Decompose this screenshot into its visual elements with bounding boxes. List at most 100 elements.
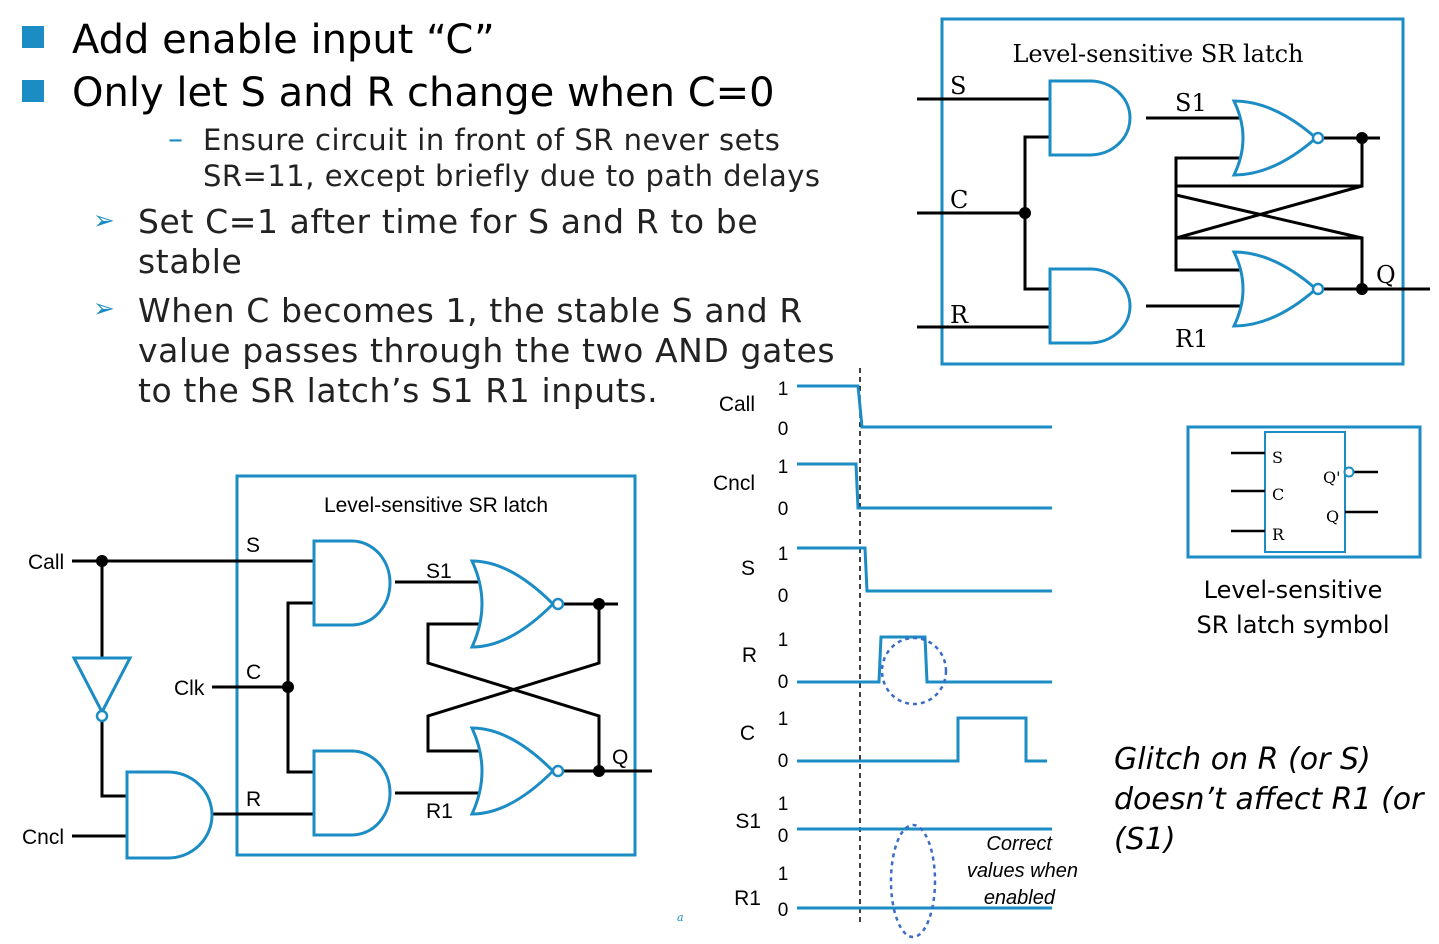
dash-marker: – <box>168 122 183 157</box>
footer-mark: a <box>677 911 684 924</box>
symbol-caption-line-2: SR latch symbol <box>1196 611 1390 639</box>
input-label-cncl: Cncl <box>22 826 64 849</box>
symbol-caption: Level-sensitive SR latch symbol <box>1190 573 1396 643</box>
timing-s1-low: 0 <box>778 826 789 847</box>
timing-s-high: 1 <box>778 544 789 565</box>
timing-call-high: 1 <box>778 379 789 400</box>
latch-top-title: Level-sensitive SR latch <box>1012 40 1303 68</box>
bullet-square-2 <box>22 80 44 102</box>
junction-qbar <box>593 598 605 610</box>
glitch-highlight-circle <box>880 636 948 706</box>
arrow-marker-1: ➢ <box>93 206 115 236</box>
junction-clk <box>282 681 294 693</box>
latch-bottom-nor-gate-1 <box>469 559 556 649</box>
waveform-c <box>797 716 1047 763</box>
latch-symbol: S C R Q' Q <box>1186 425 1422 559</box>
timing-cncl-high: 1 <box>778 457 789 478</box>
latch-bottom-label-r1: R1 <box>426 800 453 823</box>
latch-top-label-c: C <box>950 186 968 214</box>
junction-call <box>96 555 108 567</box>
glitch-explanation: Glitch on R (or S) doesn’t affect R1 (or… <box>1114 740 1423 860</box>
latch-top-label-q: Q <box>1376 261 1396 289</box>
symbol-outer-border <box>1186 425 1422 559</box>
timing-signal-s: S <box>741 557 755 580</box>
correct-values-highlight-ellipse <box>889 823 937 939</box>
glitch-line-1: Glitch on R (or S) <box>1114 742 1371 777</box>
latch-bottom-title: Level-sensitive SR latch <box>324 494 548 517</box>
waveform-call <box>797 384 1052 429</box>
symbol-pin-s: S <box>1272 448 1283 467</box>
latch-top-label-s1: S1 <box>1175 89 1207 117</box>
timing-s1-high: 1 <box>778 794 789 815</box>
latch-top-nor-gate-1 <box>1232 99 1318 177</box>
timing-signal-r: R <box>742 644 757 667</box>
latch-top-inv-bubble-2 <box>1311 282 1325 296</box>
timing-c-high: 1 <box>778 709 789 730</box>
bullet-square-1 <box>22 26 44 48</box>
symbol-pin-q: Q <box>1326 507 1339 526</box>
timing-r-high: 1 <box>778 630 789 651</box>
timing-call-low: 0 <box>778 419 789 440</box>
waveform-s <box>797 546 1052 593</box>
timing-r1-high: 1 <box>778 864 789 885</box>
latch-bottom-label-q: Q <box>612 746 628 769</box>
timing-s-low: 0 <box>778 586 789 607</box>
sub-dash-line-1: Ensure circuit in front of SR never sets <box>203 123 781 157</box>
timing-r1-low: 0 <box>778 900 789 921</box>
glitch-line-2: doesn’t affect R1 (or <box>1114 782 1424 817</box>
timing-diagram: Call Cncl S R C S1 R1 1 0 1 0 1 0 1 0 1 … <box>713 368 1078 939</box>
latch-top-border <box>940 17 1405 366</box>
timing-signal-r1: R1 <box>734 887 761 910</box>
latch-top-label-r1: R1 <box>1175 325 1208 353</box>
latch-bottom-label-c: C <box>246 661 261 684</box>
timing-signal-s1: S1 <box>735 810 761 833</box>
latch-top-and-gate-r <box>1048 267 1132 345</box>
sub-arrow-1-line-1: Set C=1 after time for S and R to be <box>138 202 759 241</box>
sub-arrow-1-line-2: stable <box>138 242 243 281</box>
timing-signal-cncl: Cncl <box>713 472 755 495</box>
glitch-line-3: (S1) <box>1114 822 1176 857</box>
cncl-and-gate <box>125 770 214 860</box>
timing-signal-call: Call <box>719 393 755 416</box>
input-label-clk: Clk <box>174 677 205 700</box>
latch-top: Level-sensitive SR latch S C R <box>917 17 1430 366</box>
symbol-pin-c: C <box>1272 485 1284 504</box>
latch-bottom-border <box>235 474 637 857</box>
symbol-pin-qbar: Q' <box>1323 468 1341 487</box>
inverter-bubble <box>95 709 109 723</box>
latch-top-junction-c <box>1019 207 1031 219</box>
timing-c-low: 0 <box>778 751 789 772</box>
latch-bottom-label-s: S <box>246 534 260 557</box>
timing-note-line-1: Correct <box>986 833 1053 855</box>
latch-bottom-wires <box>72 559 652 838</box>
latch-top-wires <box>917 97 1430 329</box>
sub-arrow-2-line-2: value passes through the two AND gates <box>138 331 836 370</box>
symbol-qbar-bubble <box>1343 466 1355 478</box>
latch-bottom-label-r: R <box>246 788 261 811</box>
sub-arrow-2-line-1: When C becomes 1, the stable S and R <box>138 291 803 330</box>
latch-bottom-inv-bubble-1 <box>551 597 565 611</box>
latch-top-label-r: R <box>950 301 969 329</box>
latch-top-and-gate-s <box>1048 79 1132 157</box>
bullet-only-let: Only let S and R change when C=0 <box>72 70 775 116</box>
latch-top-junction-q <box>1356 283 1368 295</box>
sub-arrow-2-line-3: to the SR latch’s S1 R1 inputs. <box>138 371 659 410</box>
symbol-body <box>1264 431 1346 553</box>
latch-bottom-and-gate-r <box>312 749 392 837</box>
latch-bottom-nor-gate-2 <box>469 726 556 816</box>
latch-top-inv-bubble-1 <box>1311 131 1325 145</box>
timing-signal-c: C <box>740 722 755 745</box>
latch-bottom: Level-sensitive SR latch <box>22 474 652 860</box>
waveform-r <box>797 635 1052 684</box>
latch-bottom-inv-bubble-2 <box>551 764 565 778</box>
waveform-cncl <box>797 462 1052 510</box>
latch-top-nor-gate-2 <box>1232 250 1318 328</box>
latch-bottom-and-gate-s <box>312 539 392 627</box>
junction-q <box>593 765 605 777</box>
timing-note-line-3: enabled <box>984 887 1056 909</box>
arrow-marker-2: ➢ <box>93 294 115 324</box>
sub-dash-line-2: SR=11, except briefly due to path delays <box>203 159 821 193</box>
latch-top-junction-qbar <box>1356 132 1368 144</box>
input-label-call: Call <box>28 551 64 574</box>
